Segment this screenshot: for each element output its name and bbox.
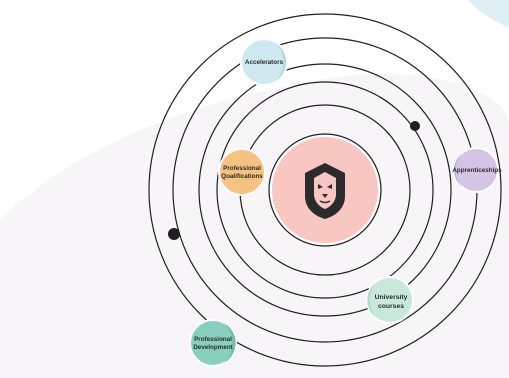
node-university-courses-label-line1: University: [375, 294, 408, 301]
node-university-courses-bubble: [366, 276, 414, 324]
node-professional-qualifications: Professional Qualifications: [218, 148, 266, 196]
node-apprenticeships-shade: [453, 153, 462, 187]
orbit-ring-4: [198, 63, 452, 317]
node-professional-development: Professional Development: [189, 319, 237, 367]
center-node: [270, 135, 380, 245]
node-accelerators-shade: [276, 43, 287, 81]
node-professional-development-bubble: [189, 319, 237, 367]
node-university-courses-label-line2: courses: [378, 303, 404, 310]
node-university-courses: University courses: [366, 276, 414, 324]
node-apprenticeships: Apprenticeships: [452, 147, 502, 193]
node-professional-development-label-line1: Professional: [194, 336, 232, 343]
node-professional-qualifications-label-line2: Qualifications: [221, 173, 263, 180]
node-professional-development-label-line2: Development: [193, 344, 233, 351]
orbit-ring-1: [268, 133, 382, 247]
node-accelerators-bubble: [240, 38, 288, 86]
background-blob: [0, 74, 509, 378]
node-accelerators: Accelerators: [240, 38, 288, 86]
corner-accent: [468, 0, 509, 28]
orbit-ring-3: [216, 81, 434, 299]
node-professional-qualifications-label-line1: Professional: [223, 165, 261, 172]
node-university-courses-shade: [367, 282, 376, 318]
node-professional-qualifications-bubble: [218, 148, 266, 196]
node-apprenticeships-label: Apprenticeships: [452, 167, 502, 174]
node-professional-development-shade: [224, 323, 236, 363]
planet-dot-left: [168, 228, 180, 240]
planet-dot-upper-right: [410, 121, 420, 131]
node-accelerators-label: Accelerators: [245, 59, 284, 66]
lion-head-icon: [305, 163, 345, 219]
orbit-ring-6: [148, 13, 502, 367]
